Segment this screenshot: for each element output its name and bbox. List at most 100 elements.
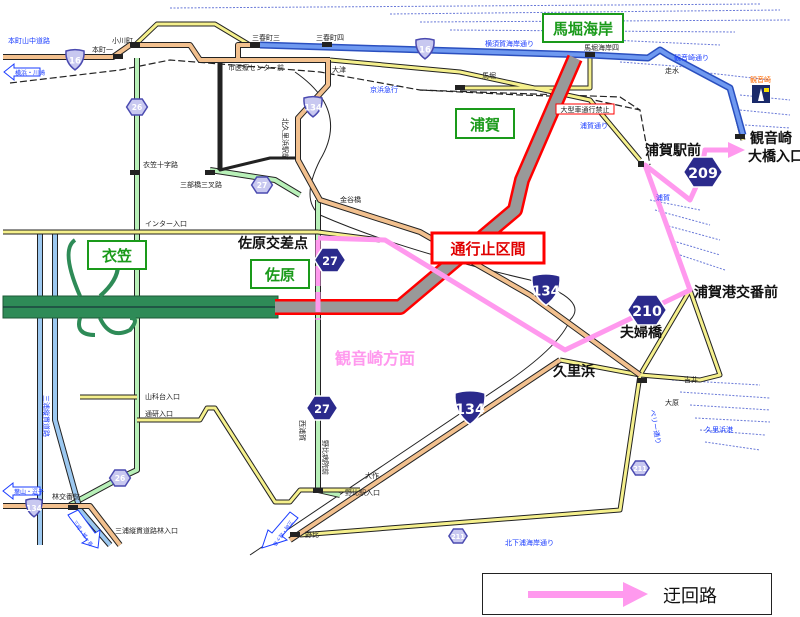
route-shield-r27-c: 27 <box>305 395 339 421</box>
label-small: 大作 <box>365 471 379 480</box>
route-number: 211 <box>451 533 465 541</box>
traffic-signals <box>68 42 745 537</box>
route-number: 26 <box>132 103 143 112</box>
label-small: 野比病院前 <box>321 440 330 475</box>
label-small: 観音崎通り <box>674 53 709 62</box>
route-shield-r26-b: 26 <box>108 469 132 487</box>
area-label-sahara: 佐原 <box>264 266 295 284</box>
route-shield-r211-a: 211 <box>630 460 650 476</box>
area-label-mabori: 馬堀海岸 <box>553 20 613 38</box>
label-ohashi-entrance: 大橋入口 <box>748 148 800 165</box>
label-small: 横須賀海岸通り <box>485 39 534 48</box>
route-number: 26 <box>115 474 126 483</box>
route-number: 27 <box>257 181 268 190</box>
arrow-left-icon <box>2 481 41 501</box>
label-small: インター入口 <box>145 219 187 228</box>
label-sahara-crossing: 佐原交差点 <box>237 235 308 252</box>
label-small: 通研入口 <box>145 409 173 418</box>
detour-arrowhead <box>728 142 745 158</box>
route-shield-r134-d: 134 <box>25 498 43 518</box>
label-small: 小川町 <box>112 36 133 45</box>
label-small: 本町一 <box>92 45 113 54</box>
label-kannonzaki-direction: 観音崎方面 <box>335 349 415 368</box>
route-shield-r16-a: 16 <box>65 48 85 71</box>
place-labels: 佐原交差点 浦賀駅前 観音崎 大橋入口 浦賀港交番前 夫婦橋 久里浜 観音崎方面 <box>237 130 800 380</box>
label-small: 大原 <box>665 398 679 407</box>
label-small: 観音崎 <box>750 75 771 84</box>
label-small: 走水 <box>665 66 679 75</box>
legend-detour-label: 迂回路 <box>663 586 717 607</box>
route-number: 211 <box>633 465 647 473</box>
label-small: 山科台入口 <box>145 392 180 401</box>
route-number: 134 <box>26 504 42 513</box>
label-small: 西浦賀 <box>298 420 307 441</box>
sign-hayama: 葉山・逗子 <box>14 488 44 496</box>
small-labels: 本町山中道路 小川町 本町一 三春町三 三春町四 市医療センター前 大津 京浜急… <box>8 33 771 547</box>
arrow-down-left-icon <box>261 511 299 549</box>
label-small: 三浦縦貫道路 <box>42 395 51 437</box>
area-labels: 馬堀海岸 浦賀 衣笠 佐原 通行止区間 大型車通行禁止 <box>87 13 624 289</box>
route-shield-r134-a: 134 <box>303 95 323 118</box>
route-number: 27 <box>322 254 338 268</box>
label-small: 大津 <box>332 65 346 74</box>
label-small: 浦賀通り <box>580 121 608 130</box>
label-small: 馬堀海岸四 <box>584 43 619 52</box>
label-small: 浦賀 <box>656 193 670 202</box>
label-small: ペリー通り <box>648 409 663 445</box>
label-small: 三春町四 <box>316 33 344 42</box>
route-shield-r134-b: 134 <box>531 273 561 307</box>
route-shield-r209: 209 <box>682 156 724 188</box>
label-small: 市医療センター前 <box>228 63 284 72</box>
arrow-down-right-icon <box>67 509 101 549</box>
route-shield-r211-b: 211 <box>448 528 468 544</box>
expressway <box>2 238 279 337</box>
label-small: 吉井 <box>684 375 698 384</box>
route-shield-r210: 210 <box>626 294 668 326</box>
route-number: 27 <box>314 402 330 416</box>
route-shield-r27-a: 27 <box>250 176 274 194</box>
closure-label: 通行止区間 <box>450 240 525 258</box>
arrow-left-icon <box>3 62 41 82</box>
label-small: 北久里浜駅前 <box>281 118 290 160</box>
route-number: 16 <box>69 57 81 67</box>
route-number: 134 <box>304 104 322 114</box>
closed-section-fill <box>275 55 581 313</box>
route-shield-r27-b: 27 <box>313 247 347 273</box>
label-small: 衣笠十字路 <box>143 160 178 169</box>
railway <box>9 59 651 166</box>
route-shields: 16 16 26 26 27 27 27 134 134 134 134 209 210 211 211 <box>25 37 724 544</box>
lighthouse-icon <box>752 85 770 103</box>
label-small: 馬堀 <box>482 71 496 80</box>
route-number: 134 <box>532 285 560 300</box>
label-small: 三春町三 <box>252 33 280 42</box>
label-small: 野比駅入口 <box>345 488 380 497</box>
label-small: 三部橋三叉路 <box>180 180 222 189</box>
label-small: 金谷橋 <box>340 195 361 204</box>
label-small: 三浦縦貫道路林入口 <box>115 526 178 535</box>
route-shield-r16-b: 16 <box>415 37 435 60</box>
label-uraga-port-police: 浦賀港交番前 <box>694 284 778 301</box>
label-fufubashi: 夫婦橋 <box>620 324 663 341</box>
label-small: 野比 <box>305 530 319 539</box>
label-uraga-station: 浦賀駅前 <box>645 142 701 159</box>
route-number: 16 <box>419 46 431 56</box>
route-number: 209 <box>688 166 718 182</box>
label-kannonzaki: 観音崎 <box>750 130 792 147</box>
legend: 迂回路 <box>482 573 772 615</box>
label-small: 久里浜港 <box>705 425 733 434</box>
route-shield-r26-a: 26 <box>125 98 149 116</box>
keikyu-branch <box>249 71 576 556</box>
route-number: 210 <box>632 304 662 320</box>
large-vehicle-ban-label: 大型車通行禁止 <box>561 105 610 114</box>
area-label-kinugasa: 衣笠 <box>102 247 132 265</box>
label-kurihama: 久里浜 <box>552 363 595 380</box>
label-small: 北下浦海岸通り <box>505 538 554 547</box>
detour-legend-arrow-icon <box>528 582 648 607</box>
national-roads <box>3 42 642 547</box>
label-small: 京浜急行 <box>370 85 398 94</box>
route-number: 134 <box>455 402 485 418</box>
area-label-uraga: 浦賀 <box>470 116 500 134</box>
label-small: 本町山中道路 <box>8 36 50 45</box>
label-small: 林交番前 <box>52 492 80 501</box>
